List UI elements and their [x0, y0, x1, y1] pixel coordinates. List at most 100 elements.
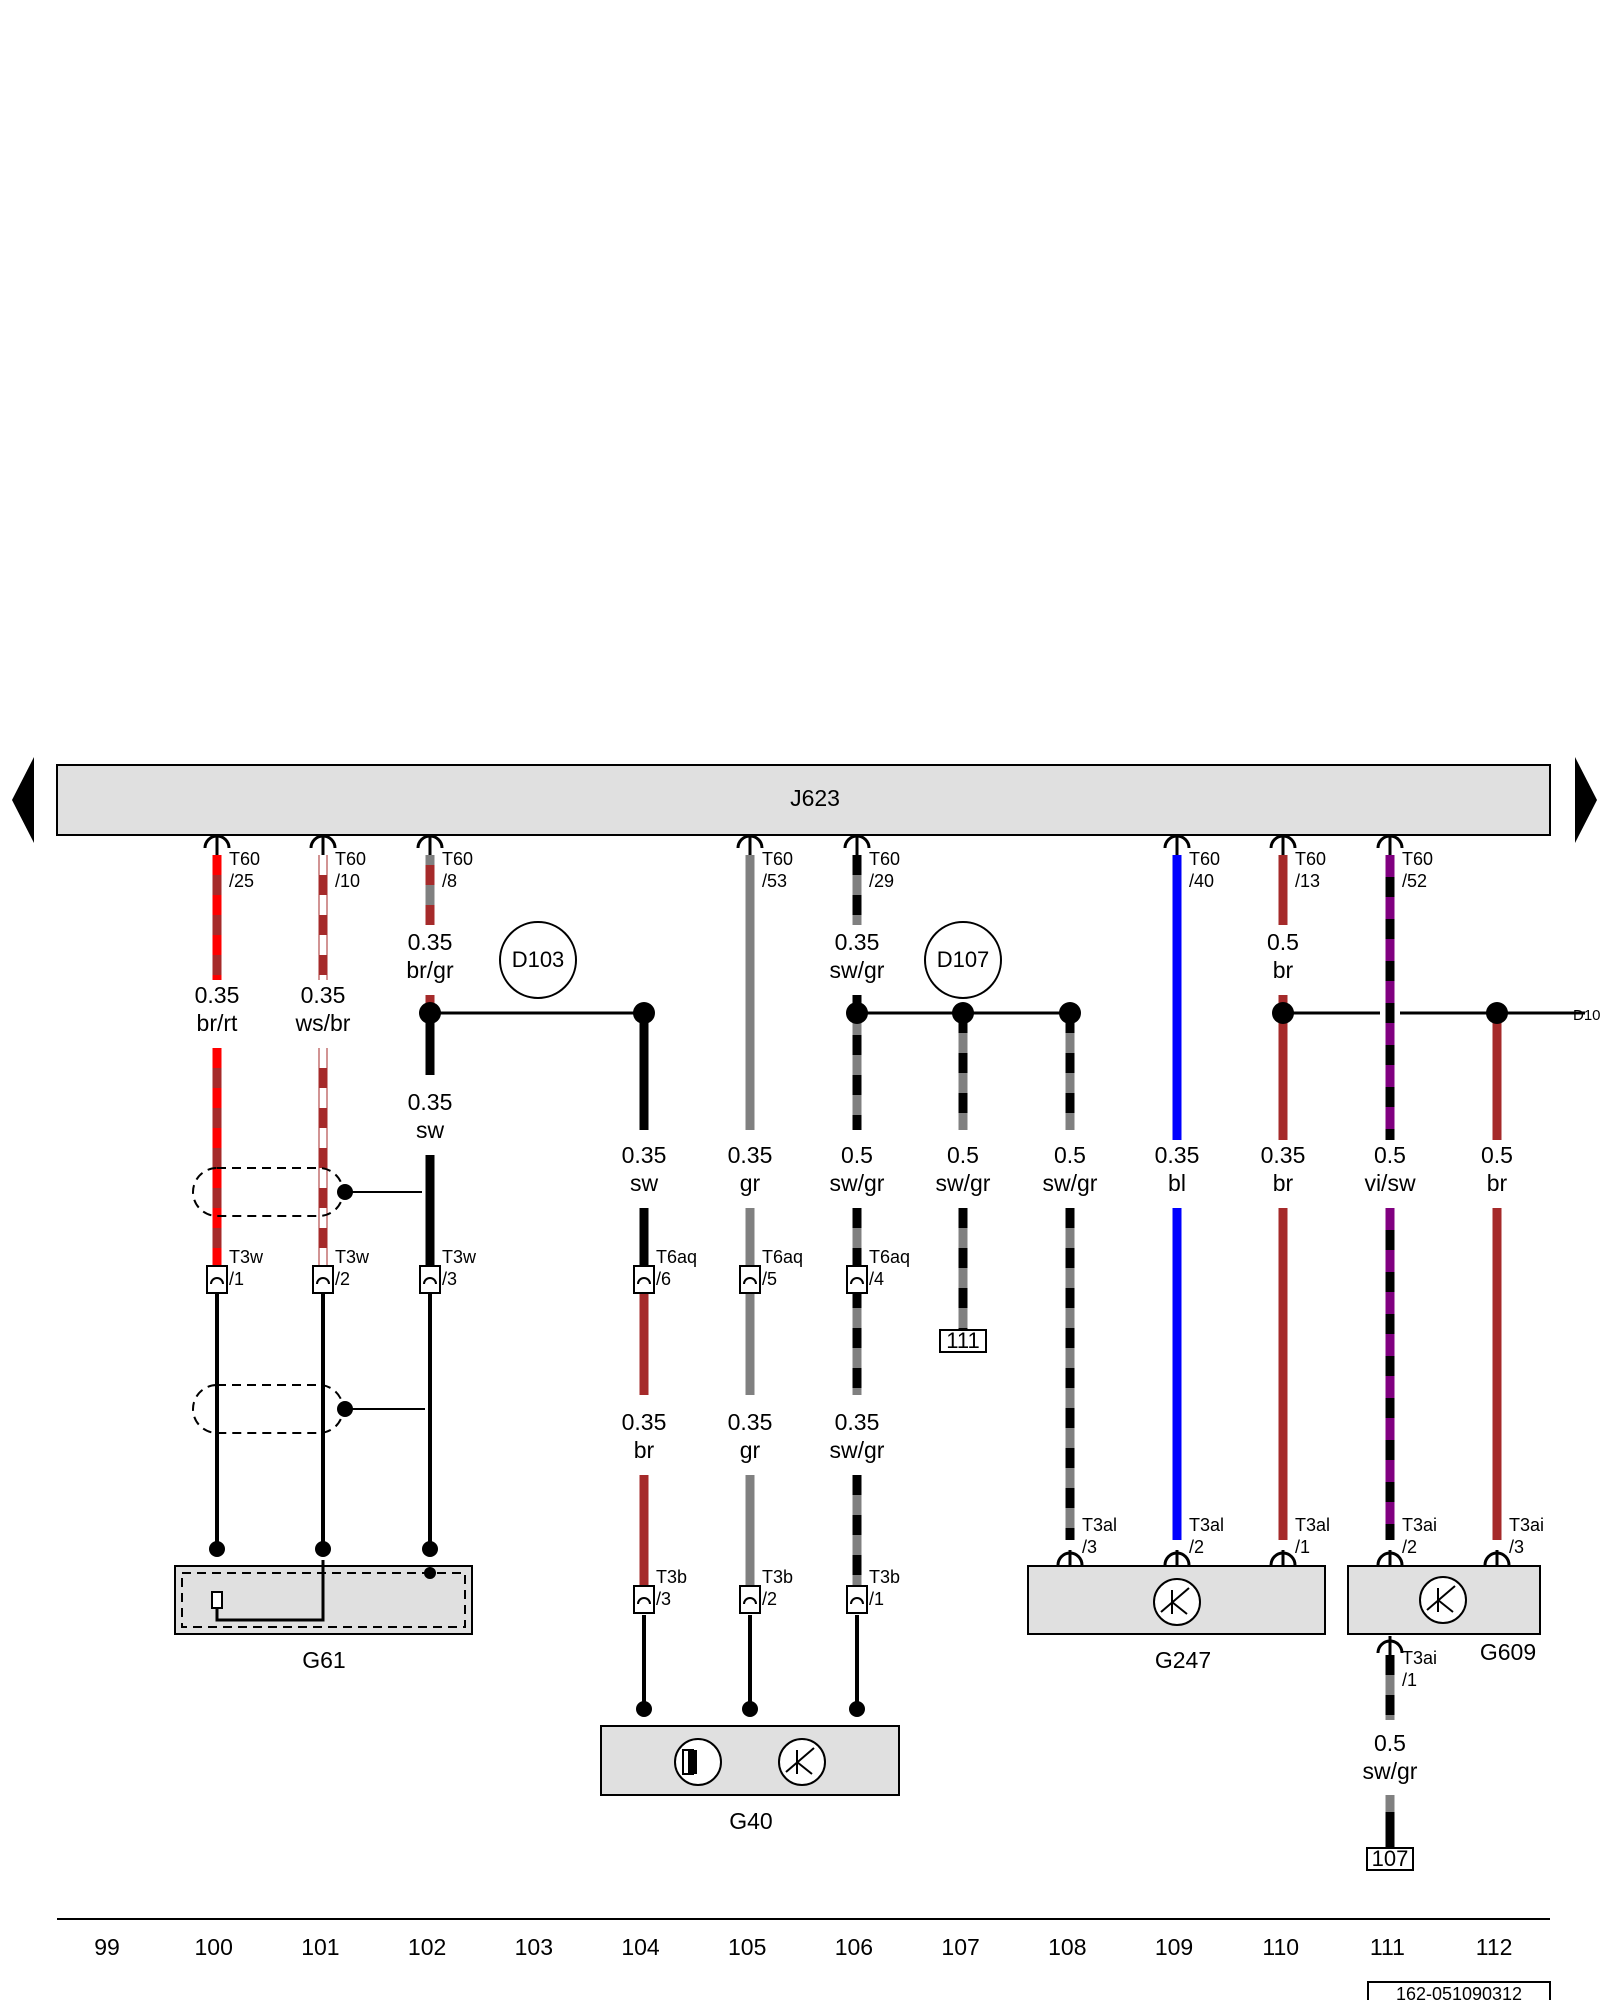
pin-label: /6	[656, 1269, 671, 1289]
ruler-label: 111	[1370, 1934, 1405, 1960]
splice-dot	[952, 1002, 974, 1024]
conn-label: T3w	[229, 1247, 264, 1267]
conn-label: T3ai	[1509, 1515, 1544, 1535]
splice-dot	[1486, 1002, 1508, 1024]
junction-dot	[422, 1541, 438, 1557]
hall-sensor-icon	[674, 1738, 722, 1786]
splice-dot	[1059, 1002, 1081, 1024]
splice-d103-label: D103	[512, 947, 565, 972]
wire-color-label: br/gr	[406, 957, 454, 983]
conn-label: T3w	[335, 1247, 370, 1267]
wire-color-label: sw/gr	[936, 1170, 991, 1196]
resistor-icon	[211, 1591, 223, 1609]
inline-connector-arcs	[210, 1277, 864, 1605]
junction-dot	[209, 1541, 225, 1557]
connector-t3w-3	[419, 1265, 441, 1294]
component-connectors	[1056, 1550, 1511, 1655]
connector-t3b-2	[739, 1585, 761, 1614]
conn-label: T3w	[442, 1247, 477, 1267]
splice-dots	[419, 1002, 1508, 1024]
wire-size-label: 0.5	[1054, 1142, 1086, 1168]
wire-size-label: 0.5	[947, 1142, 979, 1168]
wire-color-label: br	[1273, 1170, 1294, 1196]
splice-d10x-label: D10	[1573, 1007, 1600, 1024]
connector-t6aq-5	[739, 1265, 761, 1294]
conn-label: T3ai	[1402, 1648, 1437, 1668]
top-connectors	[203, 834, 1404, 855]
pin-label: /8	[442, 871, 457, 891]
component-g247-label: G247	[1155, 1647, 1211, 1673]
wire-color-label: br/rt	[197, 1010, 239, 1036]
wire-color-label: sw/gr	[830, 1170, 885, 1196]
junction-dot	[315, 1541, 331, 1557]
conn-label: T3b	[762, 1567, 793, 1587]
pin-label: /3	[1082, 1537, 1097, 1557]
splice-dot	[633, 1002, 655, 1024]
module-j623-label: J623	[790, 785, 840, 811]
splice-d107-circle	[924, 921, 1002, 999]
sensor-connector-labels: T3al /3 T3al /2 T3al /1 T3ai /2 T3ai /3 …	[1082, 1515, 1544, 1690]
component-g609-label: G609	[1480, 1639, 1536, 1665]
ruler-label: 101	[301, 1934, 339, 1960]
ruler-label: 102	[408, 1934, 446, 1960]
conn-label: T60	[1189, 849, 1220, 869]
pin-label: /2	[762, 1589, 777, 1609]
conn-label: T3b	[869, 1567, 900, 1587]
wire-size-label: 0.5	[1481, 1142, 1513, 1168]
splice-d107-label: D107	[937, 947, 990, 972]
wire-color-label: sw/gr	[830, 957, 885, 983]
nav-right-arrow-icon[interactable]	[1575, 757, 1597, 843]
wire-size-label: 0.35	[728, 1409, 773, 1435]
pin-label: /3	[1509, 1537, 1524, 1557]
ref-107-label[interactable]: 107	[1372, 1846, 1409, 1871]
doc-id-label: 162-051090312	[1396, 1984, 1522, 2000]
junction-dot	[849, 1701, 865, 1717]
shield-wires	[215, 1285, 859, 1710]
pin-label: /1	[1295, 1537, 1310, 1557]
wire-color-label: bl	[1168, 1170, 1186, 1196]
ruler-label: 103	[515, 1934, 553, 1960]
wire-size-label: 0.35	[835, 929, 880, 955]
connector-t3b-3	[633, 1585, 655, 1614]
ruler-label: 107	[941, 1934, 979, 1960]
conn-label: T3al	[1189, 1515, 1224, 1535]
pin-label: /2	[1189, 1537, 1204, 1557]
connector-t3w-1	[206, 1265, 228, 1294]
component-g40-label: G40	[729, 1808, 772, 1834]
wire-color-label: sw	[416, 1117, 445, 1143]
conn-label: T60	[229, 849, 260, 869]
wire-size-label: 0.5	[841, 1142, 873, 1168]
pin-label: /52	[1402, 871, 1427, 891]
t3b-labels: T3b /3 T3b /2 T3b /1	[656, 1567, 900, 1609]
g247-sensor-icon	[1153, 1578, 1201, 1626]
ruler-label: 106	[835, 1934, 873, 1960]
top-connector-labels: T60 /25 T60 /10 T60 /8 T60 /53 T60 /29 T…	[229, 849, 1433, 891]
nav-left-arrow-icon[interactable]	[12, 757, 34, 843]
pin-label: /2	[335, 1269, 350, 1289]
conn-label: T60	[442, 849, 473, 869]
conn-label: T60	[1295, 849, 1326, 869]
junction-dot	[742, 1701, 758, 1717]
ref-box-107[interactable]	[1366, 1847, 1414, 1871]
component-g61-label: G61	[302, 1647, 345, 1673]
upper-wire-labels: 0.35 br/gr 0.35 sw/gr 0.5 br	[406, 929, 1299, 983]
junction-dot	[636, 1701, 652, 1717]
wire-color-label: gr	[740, 1437, 761, 1463]
wire-color-label: vi/sw	[1364, 1170, 1416, 1196]
ref-box-111[interactable]	[939, 1329, 987, 1353]
wire-size-label: 0.35	[728, 1142, 773, 1168]
shield-upper-ground-dot	[337, 1184, 353, 1200]
splice-dot	[846, 1002, 868, 1024]
wire-color-label: br	[1273, 957, 1294, 983]
shielded-wire-labels: 0.35 br/rt 0.35 ws/br 0.35 sw	[195, 982, 453, 1143]
wire-size-label: 0.5	[1267, 929, 1299, 955]
wire-color-label: sw	[630, 1170, 659, 1196]
pin-label: /1	[1402, 1670, 1417, 1690]
ref-111-label[interactable]: 111	[946, 1328, 979, 1353]
wire-size-label: 0.35	[1155, 1142, 1200, 1168]
conn-label: T60	[335, 849, 366, 869]
middle-wire-labels: 0.35 sw 0.35 gr 0.5 sw/gr 0.5 sw/gr 0.5 …	[622, 1142, 1513, 1196]
wire-size-label: 0.35	[408, 929, 453, 955]
pin-label: /5	[762, 1269, 777, 1289]
